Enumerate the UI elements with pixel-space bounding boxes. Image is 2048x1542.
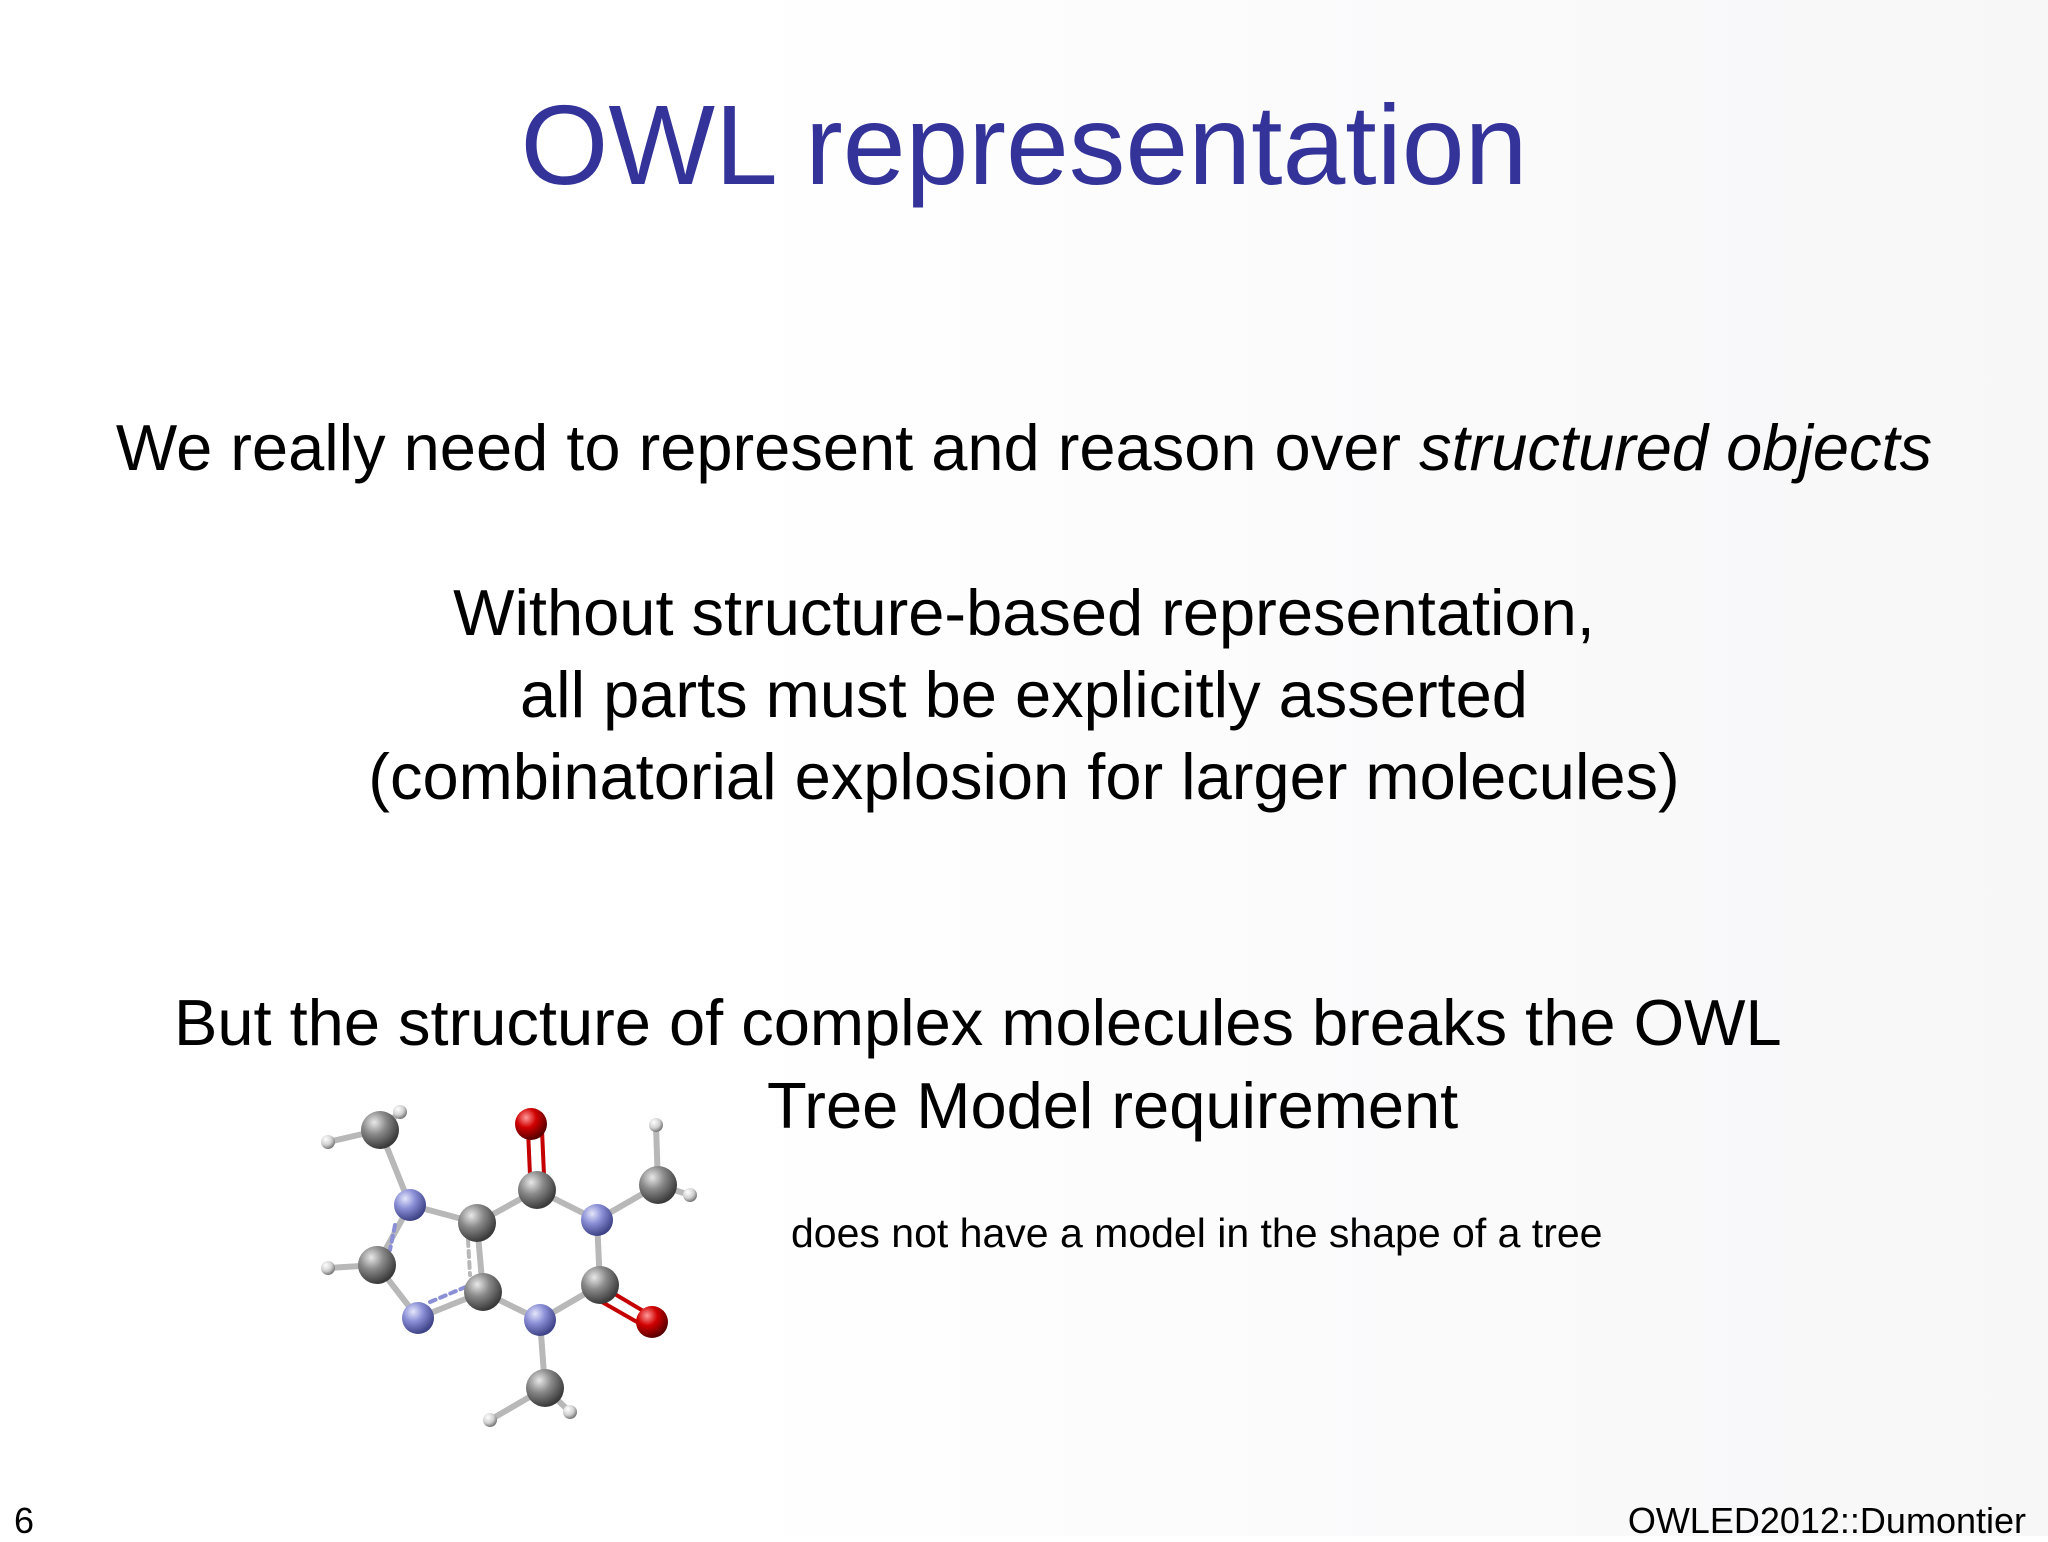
emphasis-structured-objects: structured objects: [1419, 411, 1933, 484]
slide-title: OWL representation: [520, 82, 1528, 208]
footer-text: OWLED2012::Dumontier: [1627, 1500, 2026, 1541]
hydrogen-atoms: [321, 1105, 697, 1427]
caffeine-molecule-image: [321, 1105, 697, 1427]
tree-model-statement-line-1: But the structure of complex molecules b…: [174, 986, 1782, 1059]
page-number: 6: [14, 1500, 35, 1541]
carbon-atoms: [358, 1111, 677, 1407]
statement-structured-objects: We really need to represent and reason o…: [0, 410, 2048, 485]
explanation-line-1: Without structure-based representation,: [453, 576, 1595, 649]
statement-text: We really need to represent and reason o…: [115, 411, 1420, 484]
oxygen-atoms: [515, 1108, 668, 1338]
nitrogen-atoms: [394, 1189, 613, 1336]
tree-model-note: does not have a model in the shape of a …: [791, 1210, 1603, 1256]
tree-model-statement-line-2: Tree Model requirement: [767, 1069, 1459, 1142]
explanation-line-2: all parts must be explicitly asserted: [520, 658, 1528, 731]
explanation-line-3: (combinatorial explosion for larger mole…: [368, 740, 1680, 813]
